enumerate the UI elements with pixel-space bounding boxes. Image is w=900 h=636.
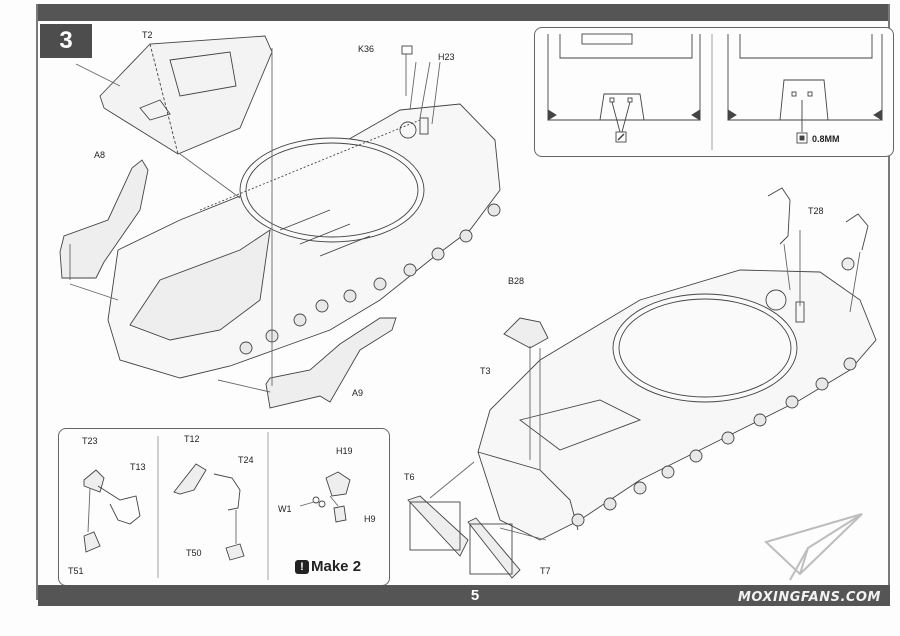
part-label-t6: T6	[404, 472, 415, 482]
hull-assembly-left	[59, 35, 501, 409]
make-quantity-text: Make 2	[311, 558, 362, 575]
step-number-badge: 3	[40, 24, 92, 58]
part-label-b28: B28	[508, 276, 525, 286]
subassembly-t23-t13	[83, 469, 141, 553]
part-label-t12: T12	[184, 434, 200, 444]
bottom-footer-bar	[38, 585, 890, 606]
subassembly-callout-panel	[58, 428, 390, 586]
part-label-w1: W1	[278, 504, 292, 514]
subassembly-t12-t24	[173, 463, 245, 561]
part-label-t7: T7	[540, 566, 551, 576]
part-label-t28: T28	[808, 206, 824, 216]
detail-view-right	[727, 34, 883, 144]
warning-icon: !	[295, 560, 309, 574]
part-label-h19: H19	[336, 446, 353, 456]
subassembly-h19-w1-h9	[299, 471, 351, 523]
part-label-t23: T23	[82, 436, 98, 446]
thickness-label: 0.8MM	[812, 134, 840, 144]
part-label-h23: H23	[438, 52, 455, 62]
part-label-t24: T24	[238, 455, 254, 465]
page-number: 5	[470, 587, 480, 604]
part-label-a9: A9	[352, 388, 364, 398]
part-label-h9: H9	[364, 514, 376, 524]
right-margin-rule	[888, 4, 890, 600]
detail-callout-panel	[534, 27, 894, 157]
hull-assembly-right	[407, 187, 877, 579]
part-label-t3: T3	[480, 366, 491, 376]
part-label-a8: A8	[94, 150, 106, 160]
part-label-t50: T50	[186, 548, 202, 558]
make-quantity-note: !Make 2	[295, 558, 361, 575]
part-label-t51: T51	[68, 566, 84, 576]
part-label-t2: T2	[142, 30, 153, 40]
watermark-text: MOXINGFANS.COM	[738, 590, 881, 605]
part-label-k36: K36	[358, 44, 375, 54]
top-header-bar	[38, 4, 890, 21]
detail-view-left	[547, 33, 701, 143]
part-label-t13: T13	[130, 462, 146, 472]
paper-plane-logo	[764, 513, 863, 581]
left-margin-rule	[36, 4, 38, 600]
